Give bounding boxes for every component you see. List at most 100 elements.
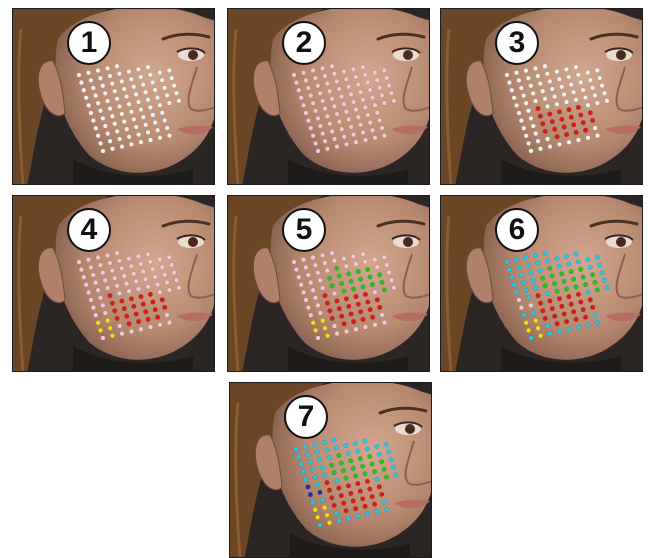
marker-dot xyxy=(332,503,337,508)
marker-dot xyxy=(337,119,342,124)
marker-dot xyxy=(91,118,96,123)
marker-dot xyxy=(308,93,313,98)
marker-dot xyxy=(512,96,517,101)
marker-dot xyxy=(304,78,309,83)
marker-dot xyxy=(327,455,332,460)
marker-dot xyxy=(316,271,321,276)
marker-dot xyxy=(567,327,572,332)
marker-dot xyxy=(120,79,125,84)
marker-dot xyxy=(347,304,352,309)
marker-dot xyxy=(555,102,560,107)
marker-dot xyxy=(581,307,586,312)
marker-dot xyxy=(323,106,328,111)
marker-dot xyxy=(318,91,323,96)
marker-dot xyxy=(368,275,373,280)
marker-dot xyxy=(334,446,339,451)
marker-dot xyxy=(377,118,382,123)
marker-dot xyxy=(363,472,368,477)
marker-dot xyxy=(548,112,553,117)
marker-dot xyxy=(177,99,182,104)
marker-dot xyxy=(311,134,316,139)
marker-dot xyxy=(162,305,167,310)
marker-dot xyxy=(578,267,583,272)
marker-dot xyxy=(382,255,387,260)
marker-dot xyxy=(318,523,323,528)
marker-dot xyxy=(590,273,595,278)
marker-dot xyxy=(325,480,330,485)
marker-dot xyxy=(313,475,318,480)
marker-dot xyxy=(335,79,340,84)
marker-dot xyxy=(347,117,352,122)
marker-dot xyxy=(389,278,394,283)
marker-dot xyxy=(113,122,118,127)
marker-dot xyxy=(139,294,144,299)
marker-dot xyxy=(358,90,363,95)
marker-dot xyxy=(354,140,359,145)
marker-dot xyxy=(538,114,543,119)
marker-dot xyxy=(526,141,531,146)
marker-dot xyxy=(174,278,179,283)
marker-dot xyxy=(356,514,361,519)
marker-dot xyxy=(389,457,394,462)
marker-dot xyxy=(550,274,555,279)
marker-dot xyxy=(339,127,344,132)
marker-dot xyxy=(361,65,366,70)
marker-dot xyxy=(98,109,103,114)
marker-dot xyxy=(318,124,323,129)
marker-dot xyxy=(303,477,308,482)
marker-dot xyxy=(103,124,108,129)
marker-dot xyxy=(117,291,122,296)
marker-dot xyxy=(174,91,179,96)
marker-dot xyxy=(325,81,330,86)
marker-dot xyxy=(332,137,337,142)
marker-dot xyxy=(365,479,370,484)
marker-dot xyxy=(316,116,321,121)
marker-dot xyxy=(349,279,354,284)
marker-dot xyxy=(129,297,134,302)
marker-dot xyxy=(320,465,325,470)
marker-dot xyxy=(325,448,330,453)
marker-dot xyxy=(316,336,321,341)
marker-dot xyxy=(155,128,160,133)
marker-dot xyxy=(586,290,591,295)
panel-number: 4 xyxy=(67,208,111,252)
marker-dot xyxy=(533,286,538,291)
marker-dot xyxy=(382,68,387,73)
marker-dot xyxy=(581,275,586,280)
marker-dot xyxy=(543,284,548,289)
marker-dot xyxy=(521,280,526,285)
marker-dot xyxy=(543,316,548,321)
marker-dot xyxy=(354,107,359,112)
marker-dot xyxy=(158,103,163,108)
marker-dot xyxy=(141,269,146,274)
marker-dot xyxy=(139,140,144,145)
marker-dot xyxy=(98,328,103,333)
marker-dot xyxy=(353,441,358,446)
marker-dot xyxy=(165,280,170,285)
marker-dot xyxy=(139,75,144,80)
marker-dot xyxy=(356,449,361,454)
marker-dot xyxy=(576,73,581,78)
marker-dot xyxy=(605,286,610,291)
marker-dot xyxy=(358,277,363,282)
marker-dot xyxy=(311,288,316,293)
marker-dot xyxy=(366,113,371,118)
marker-dot xyxy=(593,280,598,285)
marker-dot xyxy=(514,258,519,263)
marker-dot xyxy=(122,87,127,92)
marker-dot xyxy=(129,77,134,82)
marker-dot xyxy=(531,278,536,283)
panel-5: 5 xyxy=(227,195,430,372)
marker-dot xyxy=(294,80,299,85)
marker-dot xyxy=(507,80,512,85)
marker-dot xyxy=(366,300,371,305)
marker-dot xyxy=(342,322,347,327)
marker-dot xyxy=(150,80,155,85)
marker-dot xyxy=(332,471,337,476)
marker-dot xyxy=(514,71,519,76)
marker-dot xyxy=(342,289,347,294)
marker-dot xyxy=(517,298,522,303)
marker-dot xyxy=(361,130,366,135)
marker-dot xyxy=(529,116,534,121)
marker-dot xyxy=(101,336,106,341)
